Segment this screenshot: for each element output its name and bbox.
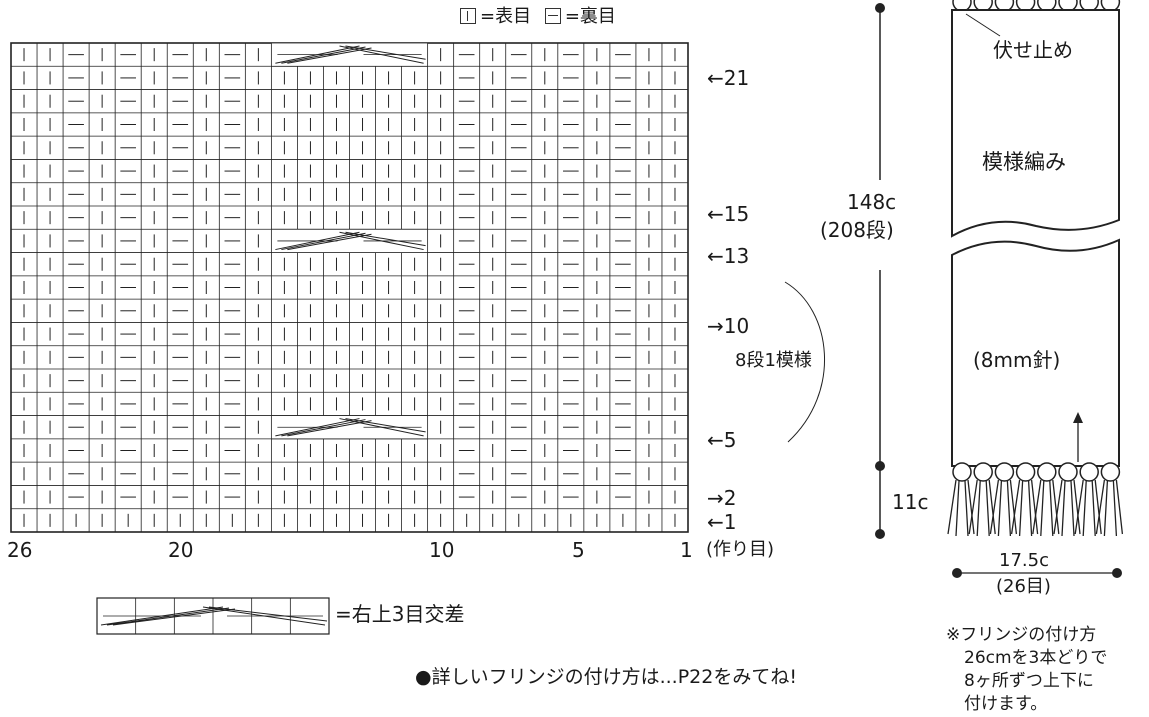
fringe-strands <box>1053 479 1081 537</box>
fringe-strands <box>1010 479 1039 537</box>
cast-on-label: (作り目) <box>706 539 775 560</box>
cable-cell-border <box>270 415 429 440</box>
column-label: 10 <box>429 538 455 562</box>
fringe-note-line: 付けます。 <box>964 694 1048 714</box>
cable-cell-border <box>270 42 429 67</box>
dimension-dot <box>875 529 885 539</box>
repeat-bracket <box>784 281 826 443</box>
width-label: 17.5c <box>999 550 1049 571</box>
fringe-strands <box>1074 479 1102 537</box>
column-label: 1 <box>680 538 693 562</box>
width-stitches-label: (26目) <box>996 576 1051 597</box>
fringe-strands <box>947 479 975 537</box>
fringe-reference-note: ●詳しいフリンジの付け方は...P22をみてね! <box>415 666 797 688</box>
fringe-strands <box>989 479 1018 537</box>
cable-cell-mask <box>271 43 428 67</box>
row-label: ←1 <box>707 510 737 534</box>
bind-off-leader <box>965 13 1001 37</box>
scarf-lower-body <box>951 238 1120 467</box>
stitch-legend: =表目 =裏目 <box>460 8 616 26</box>
dimension-dot <box>1112 568 1122 578</box>
needle-size-label: (8mm針) <box>973 348 1061 372</box>
scarf-upper-body <box>951 9 1120 238</box>
bind-off-label: 伏せ止め <box>993 38 1073 62</box>
cable-cell-mask <box>271 229 428 253</box>
fringe-strands <box>1032 479 1060 537</box>
fringe-loop <box>952 462 972 482</box>
column-label: 26 <box>7 538 33 562</box>
pattern-stitch-label: 模様編み <box>982 150 1066 174</box>
row-label: ←15 <box>707 202 750 226</box>
dimension-dot <box>875 461 885 471</box>
knit-symbol-icon <box>460 8 476 24</box>
knit-legend-label: =表目 <box>480 6 532 27</box>
fringe-loop <box>1100 462 1121 482</box>
fringe-strands <box>1095 479 1124 537</box>
fringe-note-line: 8ヶ所ずつ上下に <box>964 671 1094 691</box>
fringe-length-label: 11c <box>892 490 929 514</box>
row-label: ←21 <box>707 66 750 90</box>
dimension-dot <box>875 3 885 13</box>
row-label: ←13 <box>707 244 750 268</box>
fringe-loop <box>1015 462 1036 482</box>
cable-legend-label: =右上3目交差 <box>335 602 465 626</box>
purl-symbol-icon <box>544 8 561 24</box>
fringe-note-line: ※フリンジの付け方 <box>946 625 1097 645</box>
row-label: →10 <box>707 314 750 338</box>
length-rows-label: (208段) <box>820 218 894 242</box>
fringe-note-line: 26cmを3本どりで <box>964 648 1108 668</box>
direction-arrowhead <box>1073 412 1083 423</box>
length-label: 148c <box>847 190 897 214</box>
fringe-instructions: ※フリンジの付け方 26cmを3本どりで 8ヶ所ずつ上下に 付けます。 <box>946 624 1107 716</box>
column-label: 5 <box>572 538 585 562</box>
column-label: 20 <box>168 538 194 562</box>
fringe-strands <box>968 479 996 537</box>
fringe-loop <box>1079 462 1099 482</box>
purl-legend-label: =裏目 <box>564 6 616 27</box>
cable-cell-mask <box>271 415 428 439</box>
dimension-dot <box>952 568 962 578</box>
cable-cell-border <box>270 228 429 253</box>
pattern-repeat-label: 8段1模様 <box>735 350 812 371</box>
fringe-loop <box>973 462 993 482</box>
row-label: ←5 <box>707 428 737 452</box>
fringe-loop <box>1037 462 1057 482</box>
fringe-loop <box>1058 462 1078 482</box>
fringe-loop <box>994 462 1015 482</box>
row-label: →2 <box>707 486 737 510</box>
